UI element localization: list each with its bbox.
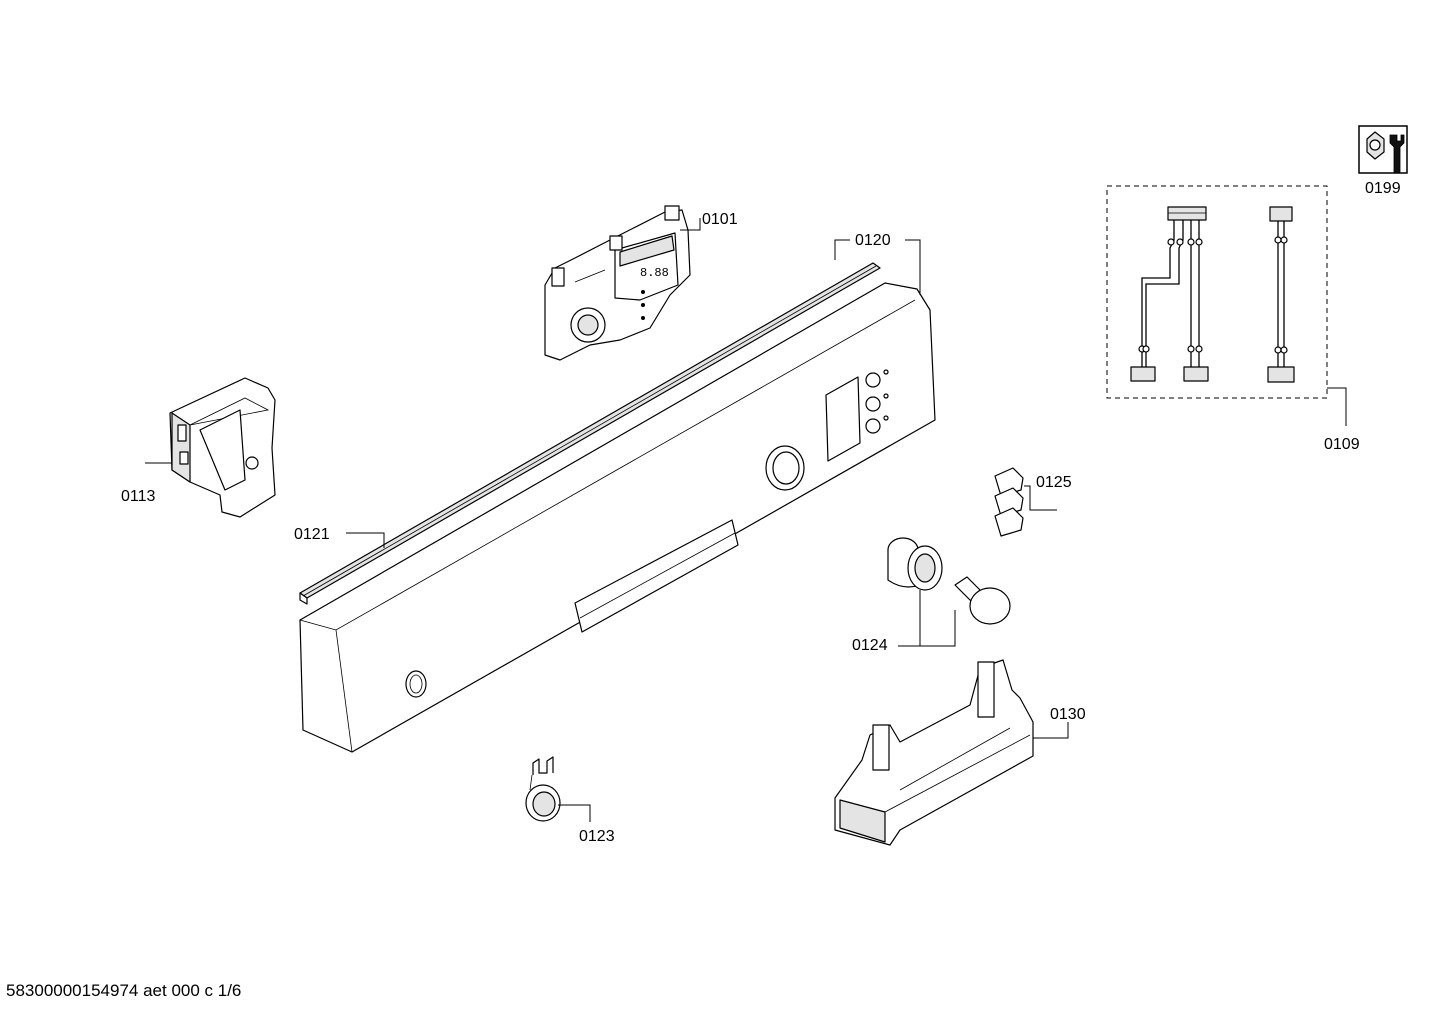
support-frame-0130	[834, 659, 1069, 846]
label-0101: 0101	[702, 211, 738, 228]
label-0130: 0130	[1050, 706, 1086, 723]
label-0199: 0199	[1365, 180, 1401, 197]
label-0123: 0123	[579, 828, 615, 845]
push-buttons-0125	[994, 467, 1057, 537]
power-switch-0123	[525, 756, 591, 822]
document-id: 58300000154974 aet 000 c 1/6	[6, 981, 242, 1000]
label-0125: 0125	[1036, 474, 1072, 491]
label-0109: 0109	[1324, 436, 1360, 453]
label-0124: 0124	[852, 637, 888, 654]
control-panel-fascia-0120	[299, 239, 936, 753]
rotary-knob-0124	[887, 537, 1011, 647]
wiring-harness-set	[1106, 185, 1347, 426]
label-0121: 0121	[294, 526, 330, 543]
electronic-module-0101: 8.88	[544, 205, 701, 361]
label-0120: 0120	[855, 232, 891, 249]
wrench-nut-icon	[1358, 125, 1408, 174]
svg-text:8.88: 8.88	[640, 266, 669, 280]
bracket-0113	[145, 377, 276, 518]
label-0113: 0113	[121, 488, 156, 505]
trim-strip-0121	[299, 262, 881, 605]
